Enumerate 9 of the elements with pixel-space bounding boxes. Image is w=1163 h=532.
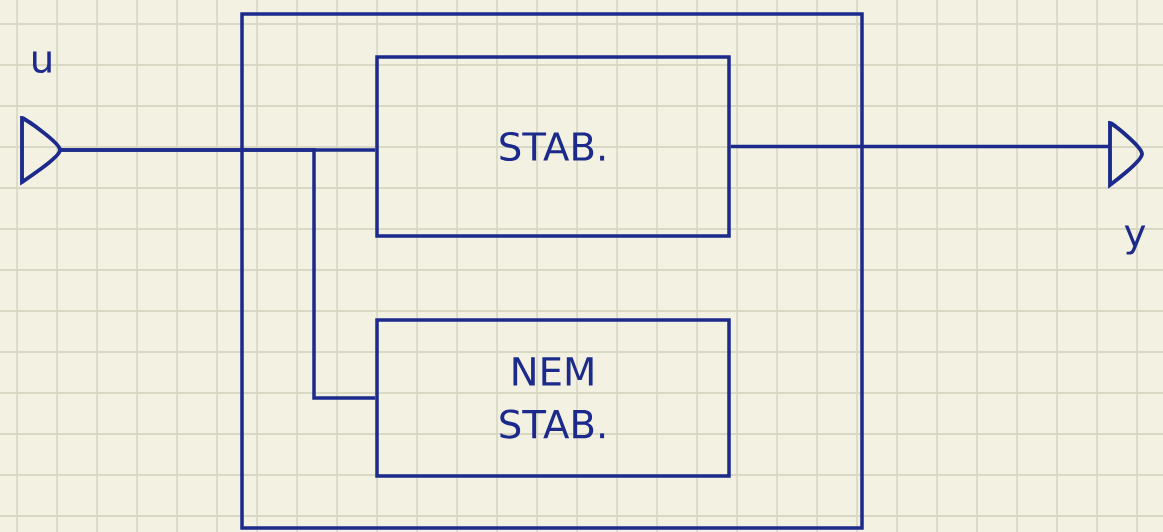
- terminal-label: y: [1124, 225, 1146, 255]
- process-box: STAB.: [375, 55, 731, 238]
- system-box: [240, 12, 864, 530]
- terminal-label: u: [33, 50, 51, 74]
- connector-line: [730, 144, 1110, 149]
- connector-line: [60, 148, 376, 400]
- terminal-symbol: [1108, 121, 1144, 187]
- terminal-symbol: [20, 116, 62, 184]
- process-box: NEM STAB.: [375, 318, 731, 478]
